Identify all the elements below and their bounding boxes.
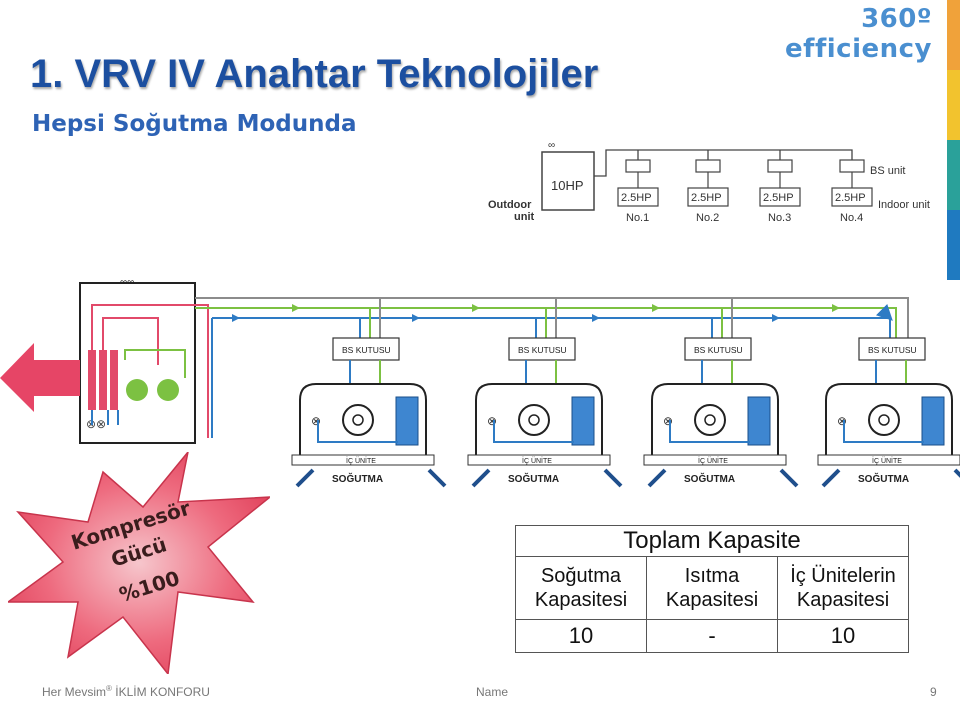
- header-heating: Isıtma Kapasitesi: [646, 556, 778, 620]
- mode-label: SOĞUTMA: [332, 472, 383, 485]
- indoor-fan-icon: [694, 404, 726, 436]
- outdoor-capacity: 10HP: [551, 178, 584, 193]
- compressor-icon: [126, 379, 148, 401]
- outdoor-label-2: unit: [514, 211, 534, 223]
- bs-box: [332, 337, 400, 361]
- schematic-unit-number: No.4: [840, 212, 863, 224]
- page-number: 9: [930, 685, 937, 699]
- bs-box: [858, 337, 926, 361]
- bs-box: [508, 337, 576, 361]
- schematic-unit-capacity: 2.5HP: [691, 192, 722, 204]
- footer-left-text: Her Mevsim: [42, 685, 107, 699]
- valve-icon: ⊗: [663, 414, 673, 428]
- mode-label: SOĞUTMA: [508, 472, 559, 485]
- accent-color-bars: [947, 0, 960, 280]
- indoor-fan-icon: [868, 404, 900, 436]
- bs-box-label: BS KUTUSU: [518, 345, 567, 355]
- indoor-unit-2: BS KUTUSU ⊗ İÇ ÜNİTE SOĞUTMA: [467, 337, 623, 488]
- compressor-icon: [157, 379, 179, 401]
- bs-box: [684, 337, 752, 361]
- outdoor-label-1: Outdoor: [488, 199, 532, 211]
- capacity-table-title: Toplam Kapasite: [515, 525, 909, 557]
- vrv-system-diagram: ∞ 10HP Outdoor unit 2.5HP No.1 2.5HP: [0, 140, 960, 488]
- schematic-unit-capacity: 2.5HP: [835, 192, 866, 204]
- schematic-unit-number: No.2: [696, 212, 719, 224]
- schematic-unit-2: 2.5HP No.2: [687, 159, 729, 224]
- page-title: 1. VRV IV Anahtar Teknolojiler: [30, 52, 599, 96]
- indoor-fan-icon: [518, 404, 550, 436]
- schematic-unit-number: No.3: [768, 212, 791, 224]
- indoor-unit-3: BS KUTUSU ⊗ İÇ ÜNİTE SOĞUTMA: [643, 337, 799, 488]
- header-cooling: Soğutma Kapasitesi: [515, 556, 647, 620]
- schematic-unit-capacity: 2.5HP: [621, 192, 652, 204]
- compressor-callout-burst: [8, 452, 270, 674]
- value-heating: -: [646, 619, 778, 653]
- bs-box-label: BS KUTUSU: [694, 345, 743, 355]
- indoor-fan-icon: [342, 404, 374, 436]
- page-subtitle: Hepsi Soğutma Modunda: [32, 111, 357, 137]
- valve-icon: ⊗⊗: [86, 417, 106, 431]
- outdoor-unit-schematic: ∞ 10HP Outdoor unit: [488, 140, 853, 223]
- accent-bar-gold: [947, 70, 960, 140]
- indoor-unit-label: İÇ ÜNİTE: [346, 456, 376, 465]
- capacity-table: Toplam Kapasite Soğutma Kapasitesi Isıtm…: [515, 525, 909, 653]
- indoor-unit-label: İÇ ÜNİTE: [522, 456, 552, 465]
- value-cooling: 10: [515, 619, 647, 653]
- value-indoor: 10: [777, 619, 909, 653]
- accent-bar-teal: [947, 140, 960, 210]
- bs-box-label: BS KUTUSU: [868, 345, 917, 355]
- header-indoor: İç Ünitelerin Kapasitesi: [777, 556, 909, 620]
- schematic-units: 2.5HP No.1 2.5HP No.2 2.5HP No.3: [617, 159, 930, 224]
- footer-name: Name: [476, 685, 509, 699]
- footer-mark: ®: [106, 684, 112, 693]
- valve-icon: ⊗: [837, 414, 847, 428]
- mode-label: SOĞUTMA: [684, 472, 735, 485]
- accent-bar-blue: [947, 210, 960, 280]
- footer-tagline: Her Mevsim® İKLİM KONFORU: [42, 684, 210, 699]
- outdoor-unit-box: [541, 151, 595, 211]
- indoor-unit-4: BS KUTUSU ⊗ İÇ ÜNİTE SOĞUTMA: [817, 337, 960, 488]
- fan-icon: ∞∞: [120, 277, 134, 288]
- mode-label: SOĞUTMA: [858, 472, 909, 485]
- valve-icon: ⊗: [487, 414, 497, 428]
- refrigerant-pipes: [195, 297, 909, 438]
- schematic-unit-number: No.1: [626, 212, 649, 224]
- footer-left-rest: İKLİM KONFORU: [115, 685, 210, 699]
- schematic-unit-4: 2.5HP No.4: [831, 159, 873, 224]
- schematic-unit-capacity: 2.5HP: [763, 192, 794, 204]
- schematic-unit-3: 2.5HP No.3: [759, 159, 801, 224]
- brand-tagline: 360º efficiency: [785, 4, 932, 64]
- heat-rejection-arrow: [0, 343, 80, 412]
- schematic-unit-1: 2.5HP No.1: [617, 159, 659, 224]
- indoor-unit-1: BS KUTUSU ⊗ İÇ ÜNİTE SOĞUTMA: [291, 337, 447, 488]
- indoor-unit-label: İÇ ÜNİTE: [872, 456, 902, 465]
- bs-box-label: BS KUTUSU: [342, 345, 391, 355]
- fan-icon: ∞: [548, 140, 555, 151]
- valve-icon: ⊗: [311, 414, 321, 428]
- bs-unit-label: BS unit: [870, 165, 905, 177]
- accent-bar-orange: [947, 0, 960, 70]
- indoor-unit-label: İÇ ÜNİTE: [698, 456, 728, 465]
- outdoor-unit: ∞∞ ⊗⊗: [79, 277, 209, 444]
- indoor-unit-label: Indoor unit: [878, 199, 930, 211]
